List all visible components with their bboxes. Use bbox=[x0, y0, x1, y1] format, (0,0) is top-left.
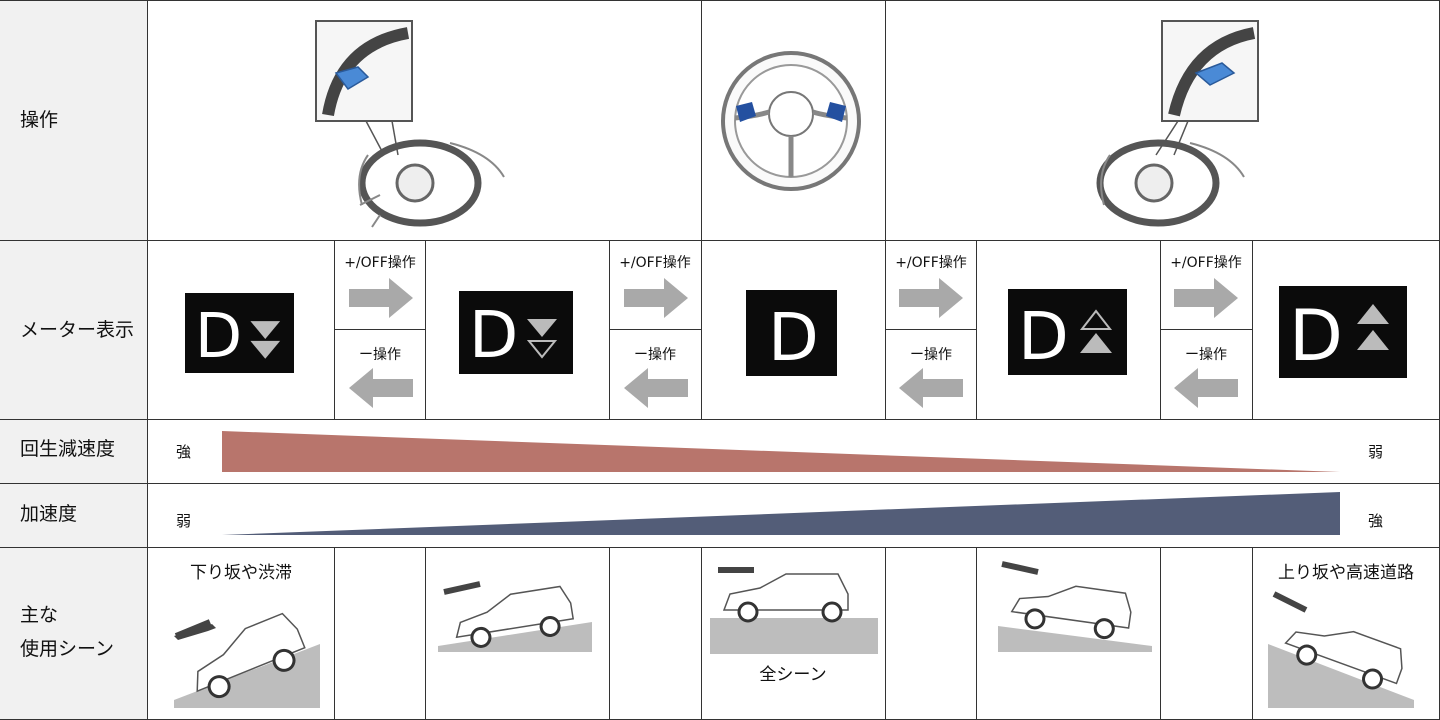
scene-mild-uphill bbox=[998, 561, 1152, 652]
row-header-accel: 加速度 bbox=[0, 483, 148, 547]
scene-label-uphill: 上り坂や高速道路 bbox=[1278, 563, 1414, 583]
scene-label-all: 全シーン bbox=[759, 665, 827, 685]
arrow-right-icon bbox=[624, 278, 688, 318]
scene-label-downhill: 下り坂や渋滞 bbox=[190, 563, 292, 583]
meter-level-1: D bbox=[185, 293, 294, 373]
scene-mild-downhill bbox=[438, 581, 592, 652]
label-minus-3: ー操作 bbox=[910, 347, 952, 363]
meter-letter: D bbox=[1018, 298, 1069, 375]
scene-steep-downhill bbox=[174, 612, 320, 708]
meter-level-2: D bbox=[459, 291, 573, 374]
row-label-operation: 操作 bbox=[20, 109, 59, 131]
arrow-right-icon bbox=[1174, 278, 1238, 318]
label-plus-off-3: +/OFF操作 bbox=[895, 255, 967, 271]
meter-level-3: D bbox=[746, 290, 837, 376]
grid-line bbox=[425, 547, 426, 720]
row-label-scene-1: 主な bbox=[20, 604, 59, 626]
grid-line bbox=[1160, 329, 1252, 330]
grid-line bbox=[885, 0, 886, 419]
meter-level-5: D bbox=[1279, 286, 1407, 378]
meter-letter: D bbox=[1289, 295, 1343, 377]
arrow-left-icon bbox=[899, 368, 963, 408]
row-header-meter: メーター表示 bbox=[0, 240, 148, 419]
accel-start-label: 弱 bbox=[176, 512, 192, 530]
accel-end-label: 強 bbox=[1368, 512, 1384, 530]
grid-line bbox=[609, 547, 610, 720]
grid-line bbox=[0, 483, 1440, 484]
arrow-right-icon bbox=[349, 278, 413, 318]
grid-line bbox=[609, 329, 701, 330]
scene-flat bbox=[710, 567, 878, 654]
arrow-left-icon bbox=[624, 368, 688, 408]
grid-line bbox=[976, 547, 977, 720]
grid-line bbox=[0, 547, 1440, 548]
grid-line bbox=[701, 547, 702, 720]
arrow-left-icon bbox=[349, 368, 413, 408]
label-plus-off-4: +/OFF操作 bbox=[1170, 255, 1242, 271]
meter-letter: D bbox=[195, 301, 242, 372]
label-plus-off-1: +/OFF操作 bbox=[344, 255, 416, 271]
regen-end-label: 弱 bbox=[1368, 443, 1384, 461]
accel-wedge bbox=[222, 492, 1340, 535]
row-label-meter: メーター表示 bbox=[20, 319, 135, 341]
grid-line bbox=[885, 547, 886, 720]
row-label-scene-2: 使用シーン bbox=[20, 638, 115, 660]
grid-line bbox=[701, 0, 702, 419]
grid-line bbox=[334, 547, 335, 720]
label-plus-off-2: +/OFF操作 bbox=[619, 255, 691, 271]
arrow-left-icon bbox=[1174, 368, 1238, 408]
grid-line bbox=[334, 329, 426, 330]
right-paddle-illustration bbox=[1096, 20, 1259, 227]
regen-start-label: 強 bbox=[176, 443, 192, 461]
row-label-accel: 加速度 bbox=[20, 503, 78, 525]
grid-line bbox=[147, 0, 148, 720]
grid-line bbox=[0, 240, 1440, 241]
steering-wheel-icon bbox=[721, 51, 861, 191]
label-minus-1: ー操作 bbox=[359, 347, 401, 363]
scene-steep-uphill bbox=[1268, 591, 1414, 708]
grid-line bbox=[1160, 547, 1161, 720]
meter-letter: D bbox=[469, 299, 518, 373]
left-paddle-illustration bbox=[315, 20, 505, 228]
arrow-right-icon bbox=[899, 278, 963, 318]
grid-line bbox=[1252, 547, 1253, 720]
row-label-regen: 回生減速度 bbox=[20, 438, 116, 460]
row-header-regen: 回生減速度 bbox=[0, 419, 148, 483]
label-minus-4: ー操作 bbox=[1185, 347, 1227, 363]
grid-line bbox=[0, 419, 1440, 420]
row-header-operation: 操作 bbox=[0, 0, 148, 240]
grid-line bbox=[1252, 240, 1253, 419]
regen-wedge bbox=[222, 431, 1340, 472]
grid-line bbox=[0, 0, 1440, 1]
row-header-scene: 主な 使用シーン bbox=[0, 547, 148, 720]
grid-line bbox=[885, 329, 977, 330]
label-minus-2: ー操作 bbox=[634, 347, 676, 363]
meter-letter: D bbox=[768, 299, 819, 376]
meter-level-4: D bbox=[1008, 289, 1127, 375]
